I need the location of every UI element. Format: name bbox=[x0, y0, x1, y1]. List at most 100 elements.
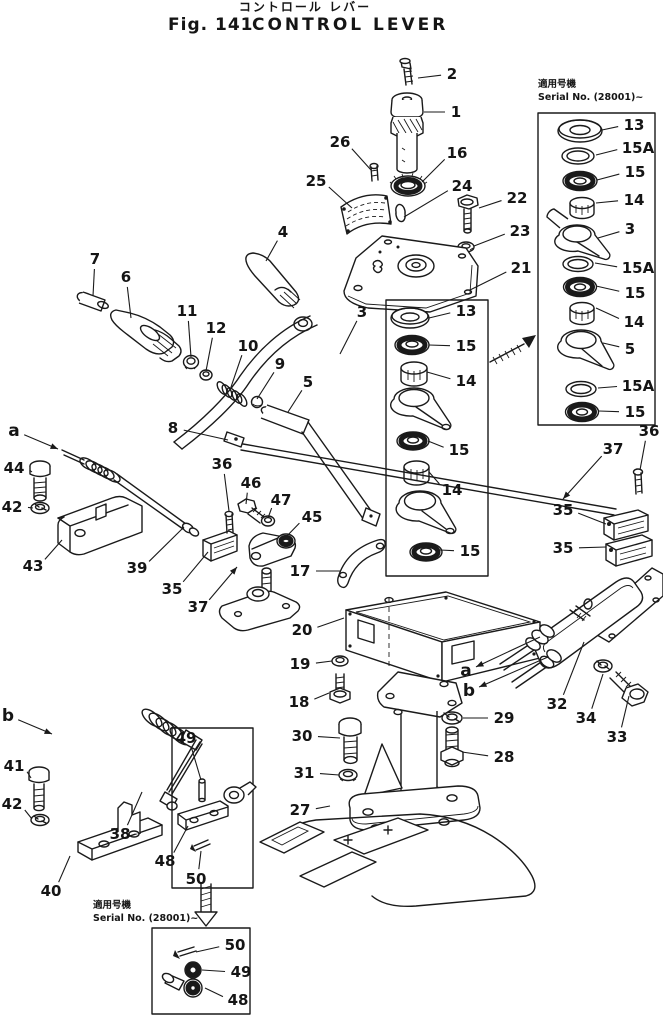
callout-14: 14 bbox=[624, 191, 645, 209]
part-housing-20 bbox=[345, 591, 541, 683]
part-cable-end-b bbox=[511, 649, 562, 689]
serial-note-top-jp: 適用号機 bbox=[538, 78, 577, 90]
callout-2: 2 bbox=[447, 65, 457, 83]
part-washer-13-right bbox=[557, 119, 603, 143]
leader-arrowhead bbox=[229, 567, 237, 575]
leader-line bbox=[287, 390, 303, 413]
part-bearing-15-center-2 bbox=[396, 431, 430, 451]
leader-line bbox=[182, 551, 209, 583]
part-screw-36-left bbox=[224, 510, 234, 534]
part-rod-end-48-b bbox=[161, 972, 203, 998]
callout-17: 17 bbox=[290, 562, 311, 580]
part-bracket-40 bbox=[77, 801, 163, 861]
leader-line bbox=[283, 522, 300, 540]
part-bolt-18 bbox=[329, 673, 351, 704]
callout-42: 42 bbox=[2, 795, 23, 813]
callout-43: 43 bbox=[23, 557, 44, 575]
callout-15: 15 bbox=[625, 284, 646, 302]
detail-box-links bbox=[171, 727, 257, 889]
leader-line bbox=[595, 149, 618, 156]
part-lock-washer-42-upper bbox=[30, 501, 50, 515]
leader-line bbox=[256, 372, 275, 400]
leader-line bbox=[578, 512, 607, 525]
part-lock-washer-42-lower bbox=[30, 813, 50, 827]
leader-line bbox=[597, 385, 618, 389]
part-lever-45 bbox=[248, 532, 297, 567]
section-arrow-into-box-icon bbox=[489, 335, 536, 365]
part-bushing-14-right-1 bbox=[569, 196, 595, 220]
part-bushing-14-center-1 bbox=[400, 361, 428, 387]
part-bolt-28 bbox=[440, 726, 464, 768]
part-arm-17 bbox=[337, 538, 386, 589]
callout-35: 35 bbox=[553, 501, 574, 519]
part-rod-8 bbox=[223, 431, 617, 516]
callout-40: 40 bbox=[41, 882, 62, 900]
callout-5: 5 bbox=[303, 373, 313, 391]
leader-line bbox=[594, 262, 618, 268]
callout-5: 5 bbox=[625, 340, 635, 358]
part-bearing-15-center-3 bbox=[409, 542, 443, 562]
part-bolt-33 bbox=[609, 671, 649, 707]
callout-1: 1 bbox=[451, 103, 461, 121]
part-screw-36-right bbox=[632, 468, 644, 495]
leader-line bbox=[602, 342, 620, 348]
view-label-a: a bbox=[460, 661, 471, 681]
leader-line bbox=[469, 271, 507, 291]
title-block: コントロール レバー Fig. 141 CONTROL LEVER bbox=[168, 0, 445, 35]
part-lock-washer-34 bbox=[593, 659, 613, 673]
part-plate-21 bbox=[343, 235, 479, 313]
part-bolt-22 bbox=[457, 194, 479, 234]
part-bushing-14-center-2 bbox=[403, 460, 430, 486]
leader-line bbox=[403, 190, 449, 218]
leader-line bbox=[317, 735, 341, 739]
part-oring-15a-right-2 bbox=[562, 255, 594, 273]
part-lever-5-right bbox=[557, 329, 615, 371]
part-pin-50-b bbox=[173, 946, 197, 959]
callout-34: 34 bbox=[576, 709, 597, 727]
leader-line bbox=[339, 320, 358, 355]
part-floor-plates bbox=[259, 813, 536, 907]
leader-line bbox=[126, 286, 132, 319]
callout-15: 15 bbox=[456, 337, 477, 355]
leader-line bbox=[126, 791, 143, 826]
leader-arrowhead bbox=[563, 491, 571, 499]
section-arrow-down-icon bbox=[194, 883, 218, 927]
callout-13: 13 bbox=[456, 302, 477, 320]
leader-arrowhead bbox=[475, 660, 484, 667]
part-lever-arm-center-2 bbox=[395, 490, 457, 535]
callout-8: 8 bbox=[168, 419, 178, 437]
part-stud-45 bbox=[261, 567, 272, 593]
callout-7: 7 bbox=[90, 250, 100, 268]
leader-line bbox=[315, 660, 333, 664]
part-cable-end-a bbox=[499, 624, 555, 671]
leader-line bbox=[428, 471, 440, 485]
callout-14: 14 bbox=[442, 481, 463, 499]
callout-37: 37 bbox=[603, 440, 624, 458]
view-label-b: b bbox=[2, 706, 14, 726]
leader-line bbox=[173, 825, 189, 853]
callout-6: 6 bbox=[121, 268, 131, 286]
callout-36: 36 bbox=[639, 422, 660, 440]
part-lever-arm-center-1 bbox=[390, 387, 452, 431]
serial-note-bottom-en: Serial No. (28001)~ bbox=[93, 913, 198, 924]
leader-arrowhead bbox=[44, 728, 52, 734]
part-knob-1 bbox=[390, 92, 424, 174]
detail-box-center bbox=[385, 299, 489, 577]
leader-line bbox=[596, 173, 620, 181]
callout-15A: 15A bbox=[622, 377, 655, 395]
callout-37: 37 bbox=[188, 598, 209, 616]
callout-49: 49 bbox=[231, 963, 252, 981]
callout-47: 47 bbox=[271, 491, 292, 509]
part-ball-49-b bbox=[184, 961, 202, 979]
part-bracket-43 bbox=[57, 495, 143, 556]
part-grip-4 bbox=[245, 252, 313, 332]
callout-13: 13 bbox=[624, 116, 645, 134]
callout-27: 27 bbox=[290, 801, 311, 819]
leader-line bbox=[461, 751, 489, 757]
leader-line bbox=[314, 692, 330, 700]
leader-line bbox=[230, 355, 243, 388]
part-blocks-35-right bbox=[603, 509, 653, 567]
leader-line bbox=[601, 126, 619, 131]
part-plate-45-base bbox=[218, 586, 301, 632]
